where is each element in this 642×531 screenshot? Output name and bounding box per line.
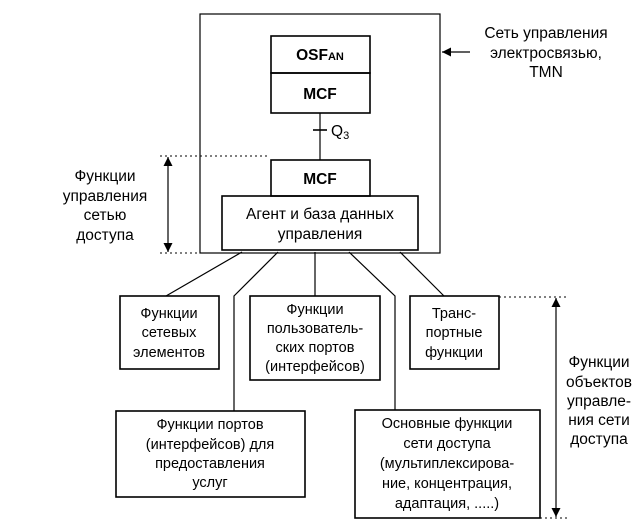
right-label-line-3: управле- <box>567 393 631 410</box>
right-label-line-4: ния сети <box>568 412 630 429</box>
mcf-top-label: MCF <box>303 86 337 103</box>
left-label: Функции управления сетью доступа <box>63 168 148 244</box>
tmn-label-line-3: TMN <box>529 64 563 81</box>
left-label-line-3: сетью <box>84 207 127 224</box>
tmn-frame <box>199 13 441 254</box>
osf-an-subscript: AN <box>328 51 344 63</box>
core-functions-line-5: адаптация, .....) <box>395 496 499 512</box>
user-ports-line-1: Функции <box>286 302 343 318</box>
agent-line-2: управления <box>278 226 363 243</box>
network-elements-line-2: сетевых <box>142 325 198 341</box>
connector-network-elements <box>165 251 243 297</box>
service-ports-line-1: Функции портов <box>156 417 263 433</box>
network-elements-line-1: Функции <box>140 306 197 322</box>
service-ports-line-3: предоставления <box>155 456 265 472</box>
q3-subscript: 3 <box>343 130 349 142</box>
left-label-line-4: доступа <box>76 227 134 244</box>
user-ports-line-4: (интерфейсов) <box>265 359 365 375</box>
left-label-line-1: Функции <box>74 168 135 185</box>
core-functions-line-1: Основные функции <box>382 416 513 432</box>
right-label-line-2: объектов <box>566 374 632 391</box>
agent-box <box>221 195 419 251</box>
transport-line-3: функции <box>425 345 483 361</box>
connector-transport <box>399 251 445 297</box>
connector-core-functions <box>348 251 396 410</box>
service-ports-line-2: (интерфейсов) для <box>146 437 274 453</box>
tmn-label-line-2: электросвязью, <box>490 45 602 62</box>
tmn-label-line-1: Сеть управления <box>484 25 607 42</box>
transport-box <box>409 295 500 370</box>
core-functions-line-2: сети доступа <box>403 436 491 452</box>
agent-line-1: Агент и база данных <box>246 206 394 223</box>
osf-an-label: OSFAN <box>296 47 344 64</box>
core-functions-box <box>354 409 541 519</box>
network-elements-line-3: элементов <box>133 345 205 361</box>
service-ports-line-4: услуг <box>192 475 227 491</box>
core-functions-line-3: (мультиплексирова- <box>380 456 514 472</box>
network-elements-box <box>119 295 220 370</box>
transport-line-2: портные <box>426 325 483 341</box>
user-ports-box <box>249 295 381 381</box>
right-label-line-1: Функции <box>568 354 629 371</box>
right-label: Функции объектов управле- ния сети досту… <box>566 354 632 448</box>
mcf-bottom-label: MCF <box>303 171 337 188</box>
user-ports-line-3: ских портов <box>276 340 355 356</box>
right-label-line-5: доступа <box>570 431 628 448</box>
connector-service-ports <box>233 251 279 411</box>
service-ports-box <box>115 410 306 498</box>
left-label-line-2: управления <box>63 188 148 205</box>
tmn-label: Сеть управления электросвязью, TMN <box>484 25 607 81</box>
q3-label: Q3 <box>331 123 349 142</box>
core-functions-line-4: ние, концентрация, <box>382 476 512 492</box>
transport-line-1: Транс- <box>432 306 476 322</box>
user-ports-line-2: пользователь- <box>267 321 364 337</box>
